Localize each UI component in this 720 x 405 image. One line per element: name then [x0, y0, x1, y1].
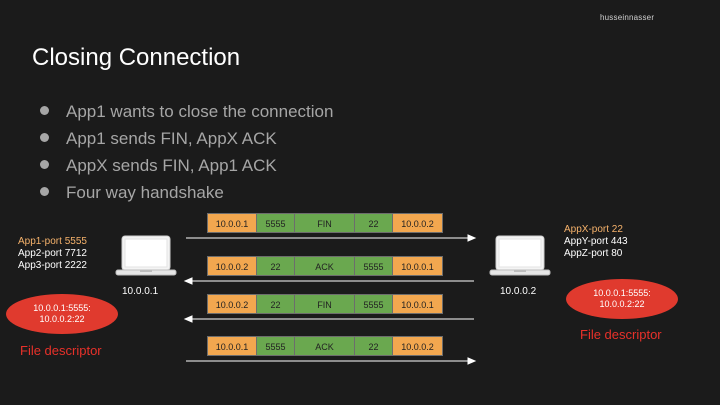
left-fd-ellipse: 10.0.0.1:5555: 10.0.0.2:22	[6, 294, 118, 334]
packet-dst-port: 22	[355, 213, 393, 233]
packet-dst-ip: 10.0.0.2	[393, 336, 443, 356]
packet-dst-port: 5555	[355, 256, 393, 276]
packet-ack-2: 10.0.0.1 5555 ACK 22 10.0.0.2	[207, 336, 443, 356]
arrow-right-2	[186, 357, 477, 365]
packet-flag: FIN	[295, 213, 355, 233]
slide-title: Closing Connection	[32, 44, 241, 71]
bullet-dot-icon	[40, 187, 49, 196]
left-ip-label: 10.0.0.1	[122, 286, 159, 297]
packet-dst-ip: 10.0.0.1	[393, 294, 443, 314]
right-laptop-icon	[489, 235, 551, 276]
port-entry: AppY-port 443	[564, 236, 628, 247]
packet-src-port: 22	[257, 256, 295, 276]
bullet-dot-icon	[40, 160, 49, 169]
packet-src-port: 5555	[257, 213, 295, 233]
port-entry: AppZ-port 80	[564, 248, 623, 259]
right-ip-label: 10.0.0.2	[500, 286, 537, 297]
right-fd-ellipse: 10.0.0.1:5555: 10.0.0.2:22	[566, 279, 678, 319]
packet-fin-1: 10.0.0.1 5555 FIN 22 10.0.0.2	[207, 213, 443, 233]
bullet-dot-icon	[40, 106, 49, 115]
port-entry-active: App1-port 5555	[18, 236, 87, 247]
bullet-item: App1 sends FIN, AppX ACK	[40, 128, 333, 155]
bullet-list: App1 wants to close the connection App1 …	[40, 101, 333, 209]
packet-dst-port: 22	[355, 336, 393, 356]
packet-flag: FIN	[295, 294, 355, 314]
port-entry: App2-port 7712	[18, 248, 87, 259]
bullet-item: Four way handshake	[40, 182, 333, 209]
right-port-list: AppX-port 22 AppY-port 443 AppZ-port 80	[564, 224, 628, 260]
packet-src-port: 5555	[257, 336, 295, 356]
arrow-left-2	[183, 315, 474, 323]
packet-dst-ip: 10.0.0.2	[393, 213, 443, 233]
packet-fin-2: 10.0.0.2 22 FIN 5555 10.0.0.1	[207, 294, 443, 314]
arrow-right-1	[186, 234, 477, 242]
packet-src-port: 22	[257, 294, 295, 314]
fd-entry: 10.0.0.2:22	[599, 299, 645, 309]
arrow-left-1	[183, 277, 474, 285]
packet-dst-port: 5555	[355, 294, 393, 314]
bullet-item: App1 wants to close the connection	[40, 101, 333, 128]
packet-src-ip: 10.0.0.1	[207, 213, 257, 233]
right-fd-label: File descriptor	[580, 327, 662, 342]
packet-flag: ACK	[295, 256, 355, 276]
packet-src-ip: 10.0.0.2	[207, 294, 257, 314]
brand-label: husseinnasser	[600, 13, 655, 22]
left-laptop-icon	[115, 235, 177, 276]
left-fd-label: File descriptor	[20, 343, 102, 358]
port-entry: App3-port 2222	[18, 260, 87, 271]
left-port-list: App1-port 5555 App2-port 7712 App3-port …	[18, 236, 87, 272]
bullet-dot-icon	[40, 133, 49, 142]
packet-src-ip: 10.0.0.1	[207, 336, 257, 356]
fd-entry: 10.0.0.1:5555:	[33, 303, 91, 313]
packet-src-ip: 10.0.0.2	[207, 256, 257, 276]
packet-dst-ip: 10.0.0.1	[393, 256, 443, 276]
fd-entry: 10.0.0.1:5555:	[593, 288, 651, 298]
packet-ack-1: 10.0.0.2 22 ACK 5555 10.0.0.1	[207, 256, 443, 276]
bullet-item: AppX sends FIN, App1 ACK	[40, 155, 333, 182]
fd-entry: 10.0.0.2:22	[39, 314, 85, 324]
port-entry-active: AppX-port 22	[564, 224, 623, 235]
packet-flag: ACK	[295, 336, 355, 356]
